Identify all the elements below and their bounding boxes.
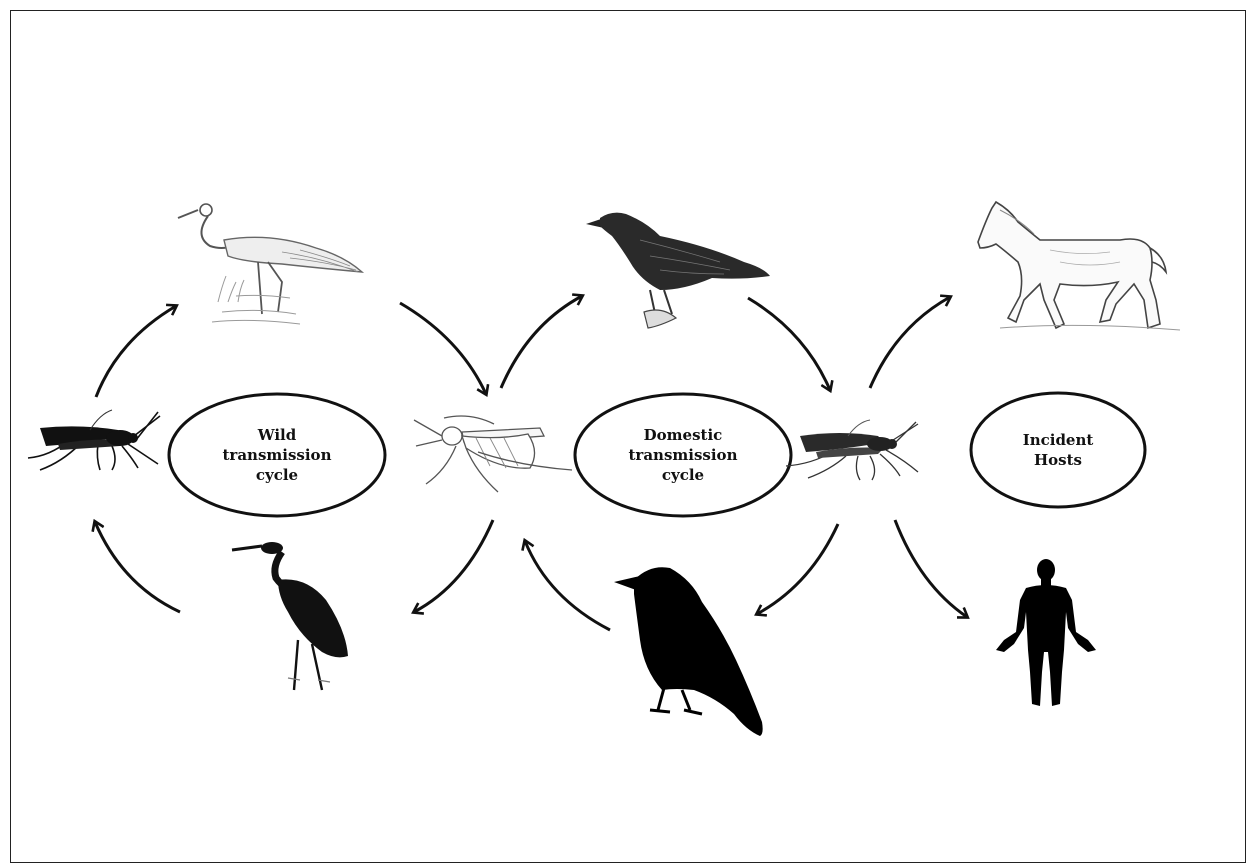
arrow-mosquito-to-human — [893, 519, 967, 617]
incident-hosts-label: Incident Hosts — [988, 425, 1128, 475]
domestic-cycle-label: Domestic transmission cycle — [603, 420, 763, 490]
arrow-heron-to-mosquito — [95, 522, 181, 614]
wild-cycle-ellipse — [167, 392, 387, 518]
wild-label-line-2: transmission — [222, 446, 332, 464]
arrow-mosquito-to-horse — [868, 297, 950, 389]
human-silhouette-icon — [996, 559, 1096, 706]
arrow-mosquito-to-heron — [414, 519, 495, 612]
egret-sketch-icon — [177, 203, 365, 325]
arrow-mosquito-to-crow — [499, 296, 582, 389]
crow-sketch-icon — [586, 212, 770, 329]
mosquito-silhouette-right-icon — [785, 419, 919, 481]
arrow-crow-to-mosquito — [747, 296, 830, 390]
horse-sketch-icon — [977, 200, 1181, 331]
arrow-crow-silhouette-to-mosquito — [525, 541, 611, 632]
wild-label-line-1: Wild — [257, 426, 297, 444]
mosquito-silhouette-icon — [27, 409, 161, 471]
domestic-cycle-ellipse — [573, 392, 793, 518]
wild-cycle-label: Wild transmission cycle — [197, 420, 357, 490]
domestic-label-line-3: cycle — [661, 466, 705, 484]
arrow-mosquito-to-crow-silhouette — [757, 523, 840, 614]
incident-hosts-ellipse — [969, 391, 1147, 509]
incident-label-line-2: Hosts — [1034, 451, 1082, 469]
mosquito-sketch-icon — [413, 415, 573, 493]
domestic-label-line-1: Domestic — [643, 426, 723, 444]
incident-label-line-1: Incident — [1022, 431, 1094, 449]
wild-label-line-3: cycle — [255, 466, 299, 484]
heron-silhouette-icon — [231, 542, 348, 691]
arrow-mosquito-to-egret — [94, 306, 176, 398]
crow-silhouette-icon — [614, 567, 763, 736]
arrow-egret-to-mosquito — [399, 301, 486, 394]
domestic-label-line-2: transmission — [628, 446, 738, 464]
